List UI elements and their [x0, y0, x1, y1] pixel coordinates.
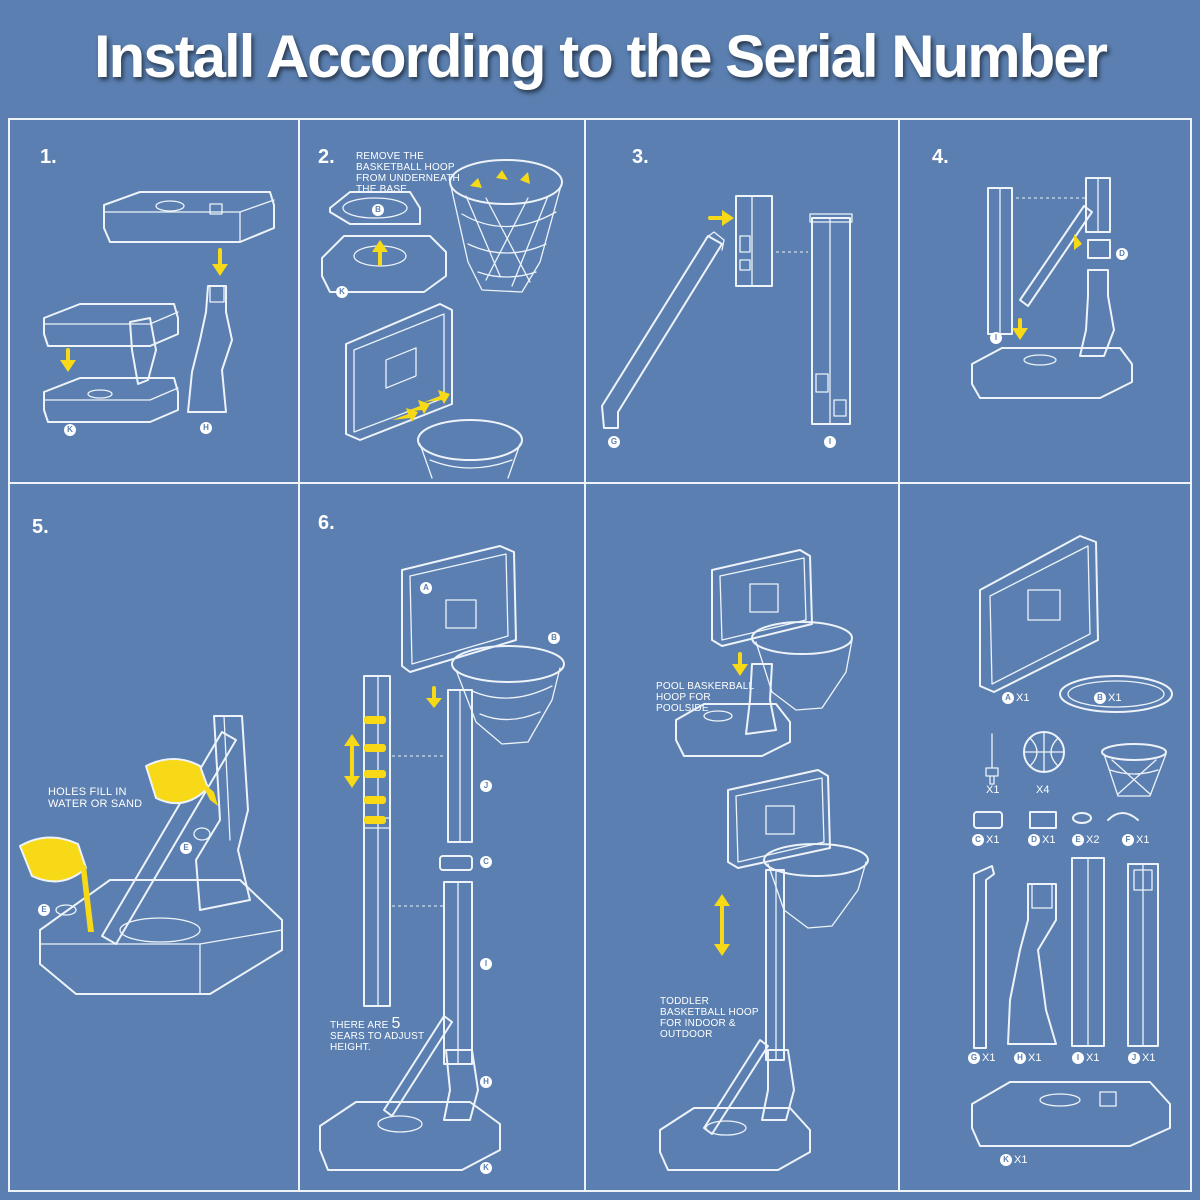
part-i-qty: X1	[1086, 1052, 1100, 1065]
grid-divider-1	[298, 118, 300, 1192]
badge-e-step5-base: E	[38, 904, 50, 916]
grid-bottom-line	[8, 1190, 1192, 1192]
badge-d-step4: D	[1116, 248, 1128, 260]
part-d-letter: D	[1028, 834, 1040, 847]
part-k-qty: X1	[1014, 1154, 1028, 1167]
part-f-qty: X1	[1136, 834, 1150, 847]
badge-k-step6: K	[480, 1162, 492, 1174]
grid-right-line	[1190, 118, 1192, 1192]
part-h-qty: X1	[1028, 1052, 1042, 1065]
badge-i-step3: I	[824, 436, 836, 448]
part-k-letter: K	[1000, 1154, 1012, 1167]
step-6-number: 6.	[318, 512, 335, 534]
pool-hoop-note: POOL BASKERBALL HOOP FOR POOLSIDE	[656, 681, 754, 714]
step-6-note: THERE ARE 5 SEARS TO ADJUST HEIGHT.	[330, 1015, 430, 1054]
part-a-qty: X1	[1016, 692, 1030, 705]
grid-top-line	[8, 118, 1192, 120]
part-balls: X4	[1036, 784, 1049, 796]
part-h-letter: H	[1014, 1052, 1026, 1065]
step-6-note-count: 5	[391, 1015, 401, 1032]
part-g-qty: X1	[982, 1052, 996, 1065]
part-e-qty: X2	[1086, 834, 1100, 847]
badge-a-step6: A	[420, 582, 432, 594]
part-e-letter: E	[1072, 834, 1084, 847]
step-3-illustration	[601, 195, 853, 429]
step-6-illustration	[319, 545, 565, 1171]
part-b-letter: B	[1094, 692, 1106, 705]
part-j-letter: J	[1128, 1052, 1140, 1065]
step-2-note: REMOVE THE BASKETBALL HOOP FROM UNDERNEA…	[356, 151, 460, 195]
badge-h-step6: H	[480, 1076, 492, 1088]
step-4-illustration	[971, 177, 1133, 399]
pool-toddler-illustration	[659, 549, 869, 1171]
part-c-qty: X1	[986, 834, 1000, 847]
grid-middle-line	[8, 482, 1192, 484]
badge-j-step6: J	[480, 780, 492, 792]
step-5-number: 5.	[32, 516, 49, 538]
part-c-letter: C	[972, 834, 984, 847]
part-a-letter: A	[1002, 692, 1014, 705]
parts-list-illustration	[971, 535, 1173, 1147]
badge-k-step1: K	[64, 424, 76, 436]
step-2-illustration	[321, 159, 563, 479]
step-5-illustration	[19, 715, 283, 995]
part-b-qty: X1	[1108, 692, 1122, 705]
grid-divider-2	[584, 118, 586, 1192]
part-f-letter: F	[1122, 834, 1134, 847]
badge-c-step6: C	[480, 856, 492, 868]
grid-divider-3	[898, 118, 900, 1192]
part-j-qty: X1	[1142, 1052, 1156, 1065]
step-6-note-suffix: SEARS TO ADJUST HEIGHT.	[330, 1031, 425, 1053]
part-pump: X1	[986, 784, 999, 796]
badge-i-step6: I	[480, 958, 492, 970]
step-3-number: 3.	[632, 146, 649, 168]
step-6-note-prefix: THERE ARE	[330, 1020, 389, 1031]
part-g-letter: G	[968, 1052, 980, 1065]
badge-i-step4: I	[990, 332, 1002, 344]
badge-e-step5-hole: E	[180, 842, 192, 854]
step-1-number: 1.	[40, 146, 57, 168]
badge-g-step3: G	[608, 436, 620, 448]
part-pump-qty: X1	[986, 784, 1000, 797]
badge-b-step2: B	[372, 204, 384, 216]
page-title: Install According to the Serial Number	[94, 23, 1108, 90]
part-balls-qty: X4	[1036, 784, 1050, 797]
badge-h-step1: H	[200, 422, 212, 434]
toddler-hoop-note: TODDLER BASKETBALL HOOP FOR INDOOR & OUT…	[660, 996, 759, 1040]
step-5-note: HOLES FILL IN WATER OR SAND	[48, 786, 143, 810]
step-4-number: 4.	[932, 146, 949, 168]
badge-b-step6: B	[548, 632, 560, 644]
part-i-letter: I	[1072, 1052, 1084, 1065]
badge-k-step2: K	[336, 286, 348, 298]
part-d-qty: X1	[1042, 834, 1056, 847]
step-2-number: 2.	[318, 146, 335, 168]
step-1-illustration	[43, 191, 275, 423]
grid-left-line	[8, 118, 10, 1192]
